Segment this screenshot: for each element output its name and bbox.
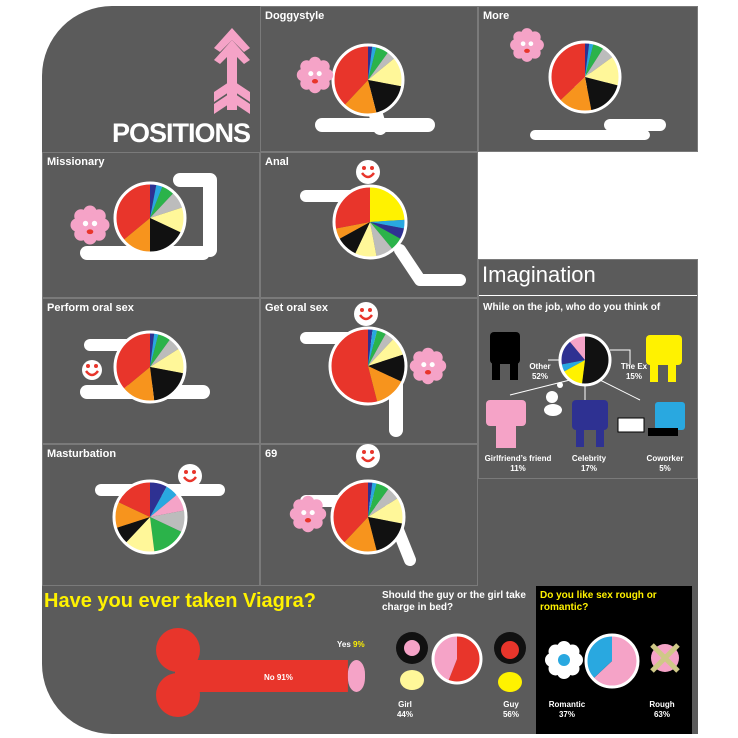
viagra-title: Have you ever taken Viagra?: [44, 590, 316, 612]
panel-title: Anal: [265, 156, 289, 168]
panel-69: 69: [260, 444, 478, 586]
panel-get-oral: Get oral sex: [260, 298, 478, 444]
panel-title: Masturbation: [47, 448, 117, 460]
imagination-subtitle: While on the job, who do you think of: [483, 302, 661, 313]
panel-more: More: [478, 6, 698, 152]
white-gap: [478, 152, 700, 259]
panel-title: Doggystyle: [265, 10, 325, 22]
viagra-no-label: No 91%: [264, 673, 293, 682]
imagination-title: Imagination: [482, 262, 596, 287]
panel-perform-oral: Perform oral sex: [42, 298, 260, 444]
panel-doggystyle: Doggystyle: [260, 6, 478, 152]
panel-title: Perform oral sex: [47, 302, 134, 314]
panel-title: Get oral sex: [265, 302, 328, 314]
charge-title: Should the guy or the girl take charge i…: [382, 590, 526, 613]
panel-masturbation: Masturbation: [42, 444, 260, 586]
imagination-divider: [479, 295, 697, 296]
panel-title: Missionary: [47, 156, 105, 168]
panel-anal: Anal: [260, 152, 478, 298]
panel-title: More: [483, 10, 510, 22]
rough-title: Do you like sex rough or romantic?: [540, 590, 657, 613]
viagra-yes-label: Yes 9%: [337, 640, 365, 649]
panel-missionary: Missionary: [42, 152, 260, 298]
panel-imagination: Imagination While on the job, who do you…: [478, 259, 698, 479]
panel-title: 69: [265, 448, 278, 460]
positions-title: POSITIONS: [112, 118, 251, 148]
